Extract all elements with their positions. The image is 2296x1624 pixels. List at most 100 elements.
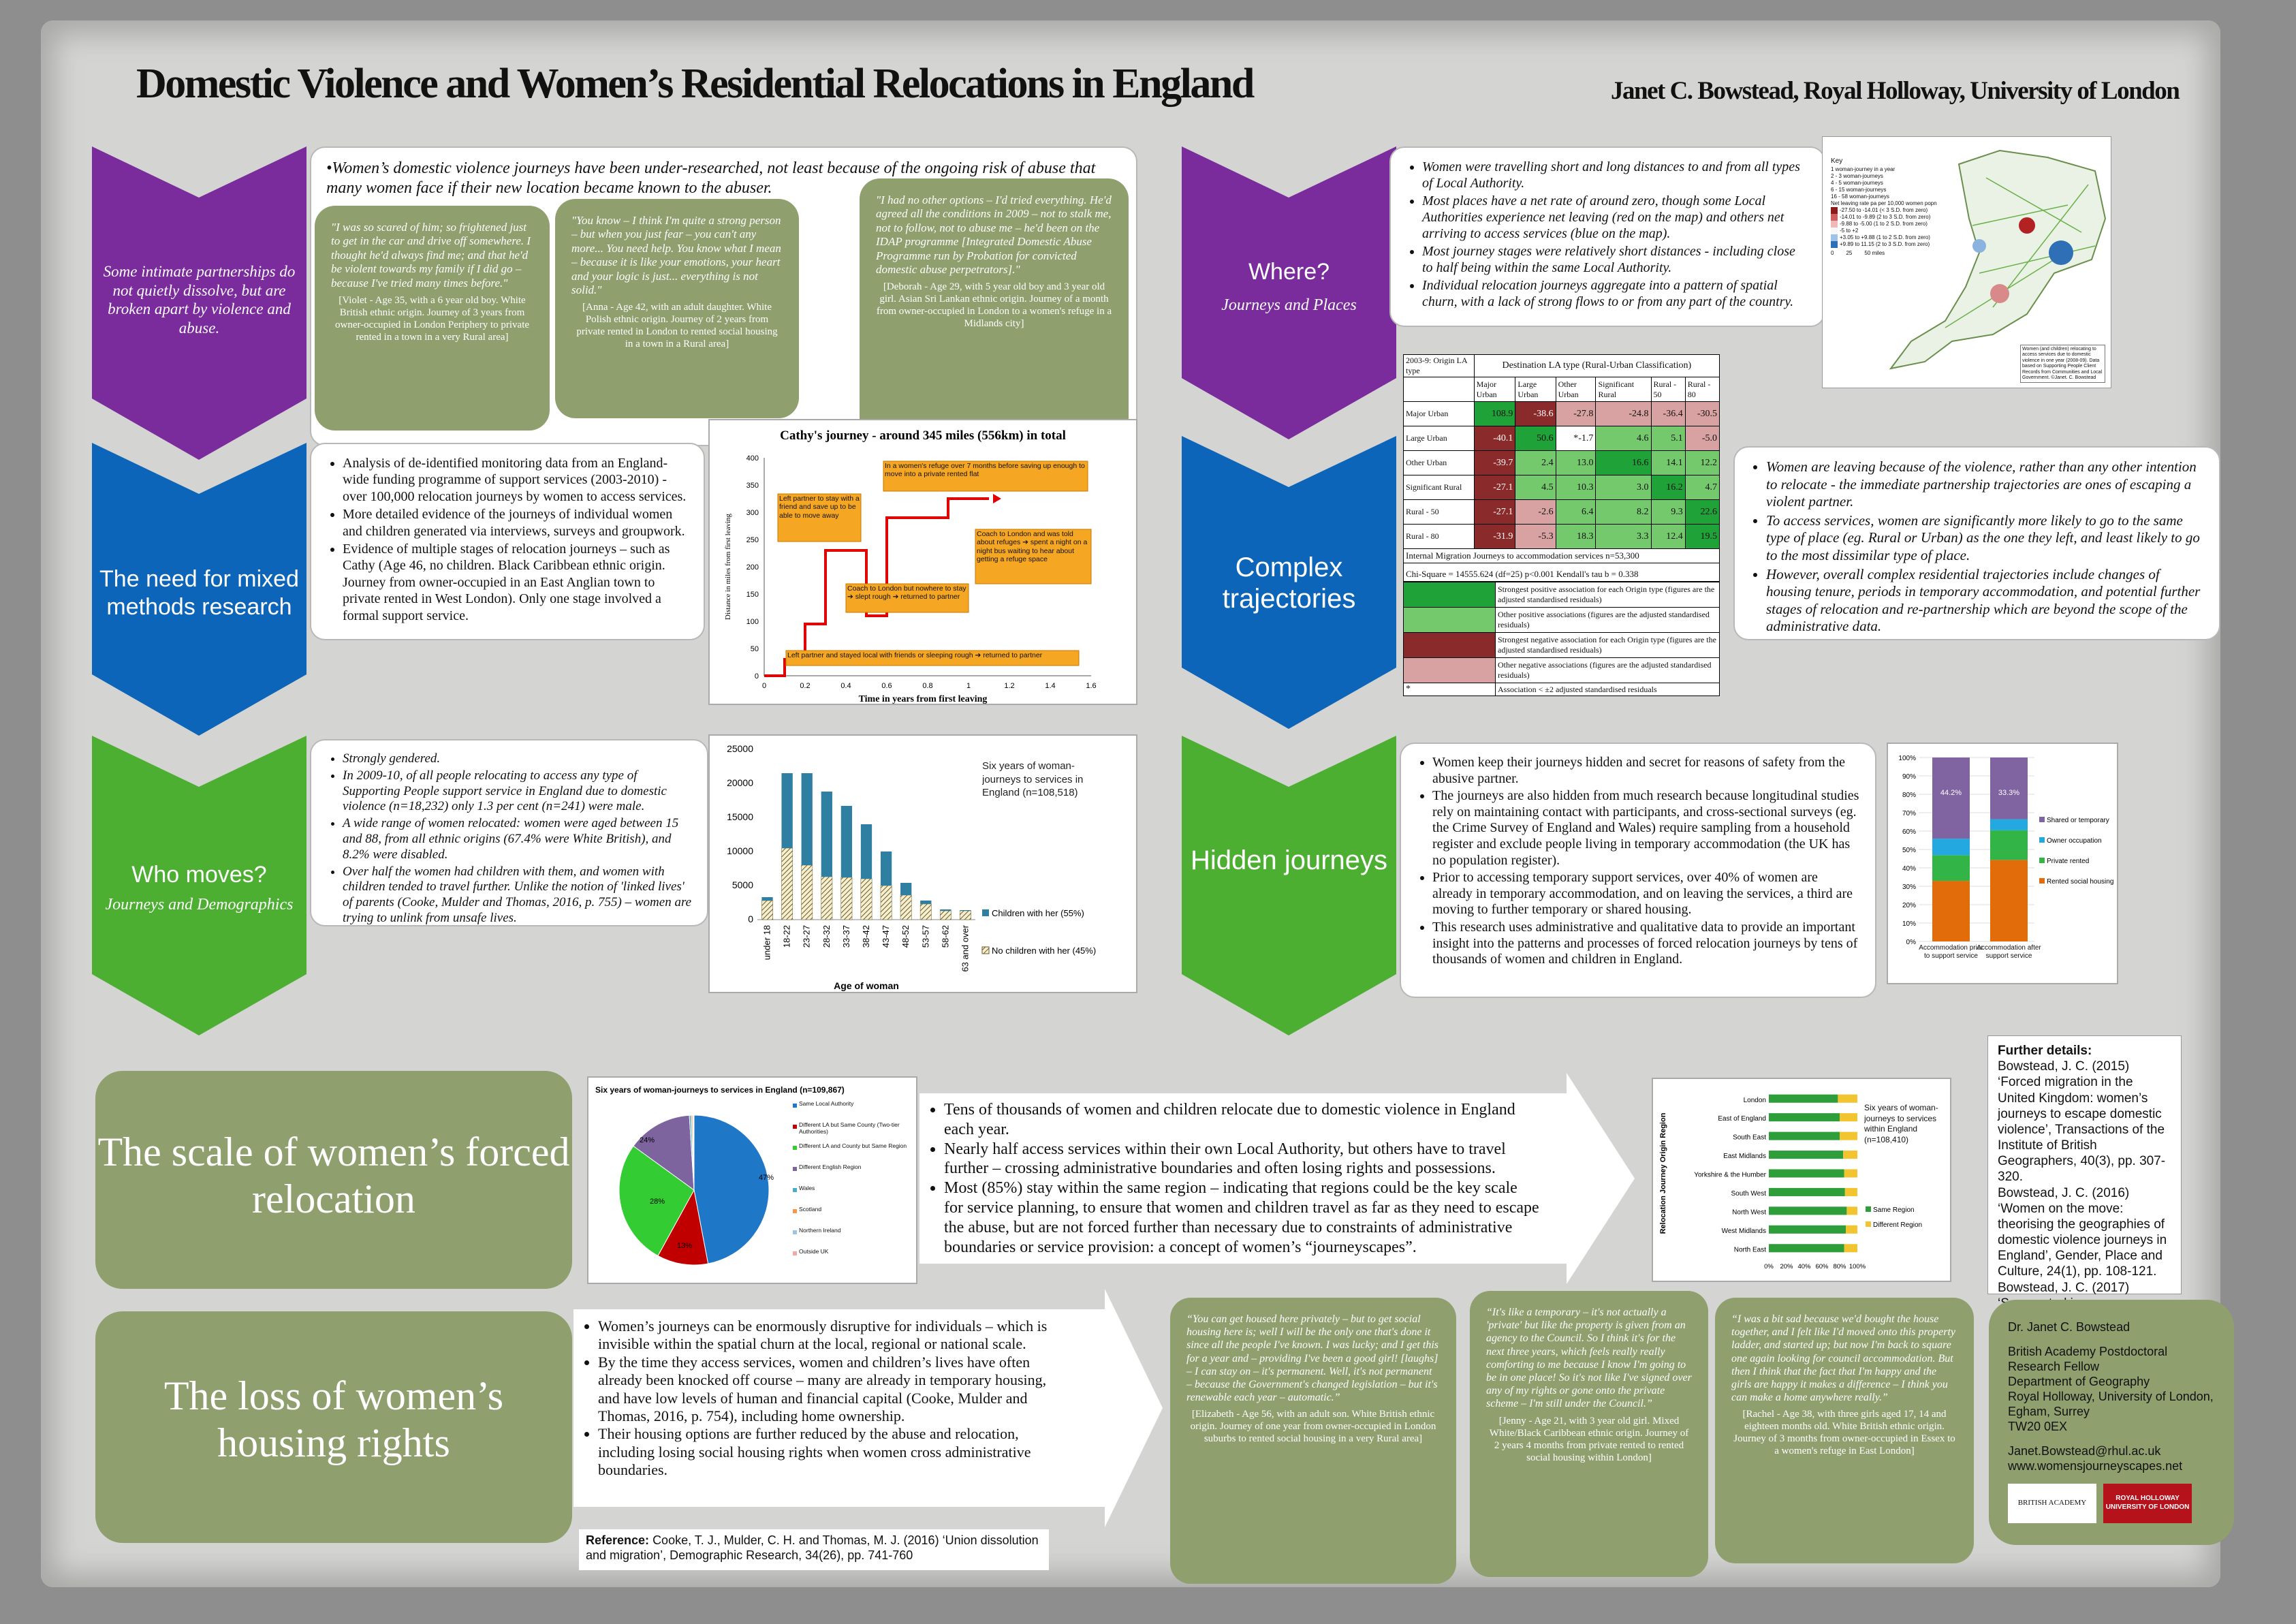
chart-title-container: Six years of woman-journeys to services …: [982, 760, 1083, 798]
legend-label: Owner occupation: [2047, 837, 2102, 845]
x-tick-label: 0.6: [881, 682, 892, 690]
map-scale-label: 50 miles: [1864, 249, 1885, 256]
y-tick-label: 70%: [1902, 810, 1916, 817]
quote-text: "I was so scared of him; so frightened j…: [331, 221, 531, 290]
stacked-segment: [1990, 860, 2028, 941]
row-label: Rural - 80: [1403, 524, 1475, 549]
y-tick-label: North West: [1732, 1208, 1766, 1216]
bar-no-children: [821, 876, 833, 920]
y-tick-label: 10000: [727, 845, 753, 856]
annotation-box: [785, 650, 1080, 666]
x-tick-label: 1.2: [1004, 682, 1014, 690]
stacked-segment: [1769, 1094, 1838, 1103]
chevron-mixed-methods: The need for mixed methods research: [92, 443, 306, 736]
legend-label: Wales: [799, 1185, 815, 1191]
y-tick-label: 25000: [727, 743, 753, 754]
table-cell: -31.9: [1473, 524, 1516, 549]
scale-panel: The scale of women’s forced relocation: [95, 1071, 572, 1289]
y-tick-label: 80%: [1902, 792, 1916, 799]
quote-attribution: [Rachel - Age 38, with three girls aged …: [1733, 1409, 1955, 1457]
bar-no-children: [880, 885, 892, 920]
legend-label: Private rented: [2047, 858, 2089, 865]
table-cell: 12.4: [1650, 524, 1686, 549]
legend-label: Different English Region: [799, 1164, 862, 1170]
contact-line: Dr. Janet C. Bowstead: [2008, 1320, 2130, 1334]
y-tick-label: 350: [746, 482, 759, 490]
legend-row: Other positive associations (figures are…: [1403, 607, 1720, 633]
complex-box: Women are leaving because of the violenc…: [1733, 446, 2220, 640]
table-cell: 16.2: [1650, 475, 1686, 500]
y-tick-label: 150: [746, 591, 759, 599]
list-item: Strongly gendered.: [343, 751, 692, 767]
quote-bubble-jenny: “It's like a temporary – it's not actual…: [1470, 1291, 1708, 1577]
legend-swatch: [1403, 657, 1496, 683]
y-tick-label: 300: [746, 509, 759, 517]
chevron-text: Hidden journeys: [1190, 845, 1388, 875]
quote-text: "I had no other options – I'd tried ever…: [876, 193, 1112, 276]
table-cell: 12.2: [1684, 450, 1720, 475]
chevron-intimate-partnerships: Some intimate partnerships do not quietl…: [92, 146, 306, 460]
quote-text: “I was a bit sad because we'd bought the…: [1731, 1313, 1955, 1404]
further-ref: Bowstead, J. C. (2016) ‘Women on the mov…: [1998, 1185, 2167, 1279]
annotation-text-container: Coach to London but nowhere to stay ➔ sl…: [847, 584, 966, 601]
map-legend-item: -9.88 to -5.00 (1 to 2 S.D. from zero): [1831, 220, 1943, 228]
stacked-segment: [1844, 1187, 1857, 1196]
poster-author: Janet C. Bowstead, Royal Holloway, Unive…: [1611, 77, 2180, 105]
accommodation-svg: 0%10%20%30%40%50%60%70%80%90%100%44.2%Ac…: [1898, 755, 2113, 960]
legend-label: Other positive associations (figures are…: [1495, 607, 1720, 633]
bar-children: [920, 901, 932, 904]
stacked-segment: [1769, 1169, 1844, 1178]
annotation-text: In a women's refuge over 7 months before…: [885, 462, 1085, 479]
bar-no-children: [919, 903, 932, 920]
legend-swatch: [793, 1188, 797, 1192]
legend-label-container: Scotland: [799, 1206, 821, 1213]
annotation-text-container: Coach to London and was told about refug…: [977, 530, 1087, 563]
bar-children: [880, 852, 892, 886]
list-item: By the time they access services, women …: [598, 1354, 1071, 1426]
table-cell: 18.3: [1555, 524, 1597, 549]
x-tick-label: 18-22: [782, 925, 792, 948]
chevron-subtext: Journeys and Places: [1221, 296, 1357, 314]
stacked-segment: [1990, 830, 2028, 860]
chevron-who-moves: Who moves? Journeys and Demographics: [92, 736, 306, 1035]
table-cell: *-1.7: [1555, 426, 1597, 451]
legend-label: Different Region: [1873, 1221, 1922, 1229]
contact-email[interactable]: Janet.Bowstead@rhul.ac.uk: [2008, 1443, 2161, 1458]
map-legend-item: +3.05 to +9.88 (1 to 2 S.D. from zero): [1831, 234, 1943, 241]
bar-children: [860, 824, 872, 879]
housing-panel: The loss of women’s housing rights: [95, 1311, 572, 1543]
contact-line: TW20 0EX: [2008, 1419, 2068, 1433]
pie-slice: [618, 1145, 695, 1257]
map-legend-item: 4 - 5 woman-journeys: [1831, 179, 1883, 186]
further-ref: Bowstead, J. C. (2015) ‘Forced migration…: [1998, 1059, 2166, 1185]
map-scale: 0 25 50 miles: [1831, 250, 1943, 257]
legend-label-container: Same Local Authority: [799, 1101, 854, 1107]
region-svg: Relocation Journey Origin RegionLondonEa…: [1659, 1094, 1938, 1270]
quote-attribution: [Violet - Age 35, with a 6 year old boy.…: [334, 294, 530, 343]
list-item: Their housing options are further reduce…: [598, 1425, 1071, 1479]
bar-children: [781, 773, 793, 848]
y-tick-label: 15000: [727, 811, 753, 822]
legend-label: Same Local Authority: [799, 1101, 854, 1107]
map-legend-item: -27.50 to -14.01 (< 3 S.D. from zero): [1831, 206, 1943, 214]
y-tick-label: South West: [1731, 1190, 1766, 1198]
x-tick-label: Accommodation prior to support service: [1919, 944, 1983, 960]
chevron-hidden-journeys: Hidden journeys: [1182, 736, 1396, 1035]
legend-swatch: [793, 1251, 797, 1255]
contact-website[interactable]: www.womensjourneyscapes.net: [2008, 1458, 2183, 1473]
stacked-segment: [1769, 1113, 1840, 1122]
legend-label: Strongest positive association for each …: [1495, 582, 1720, 608]
annotation-box: [883, 460, 1088, 492]
bar-no-children: [761, 900, 773, 920]
legend-swatch: [1403, 607, 1496, 633]
chevron-complex-trajectories: Complex trajectories: [1182, 436, 1396, 729]
table-cell: 50.6: [1515, 426, 1556, 451]
y-tick-label: London: [1744, 1097, 1766, 1104]
bar-label: 44.2%: [1940, 789, 1962, 797]
y-tick-label: 0: [755, 672, 759, 681]
stacked-segment: [1932, 839, 1970, 856]
x-tick-label: under 18: [762, 925, 772, 960]
legend-swatch: [1866, 1221, 1871, 1227]
legend-swatch: [793, 1104, 797, 1108]
